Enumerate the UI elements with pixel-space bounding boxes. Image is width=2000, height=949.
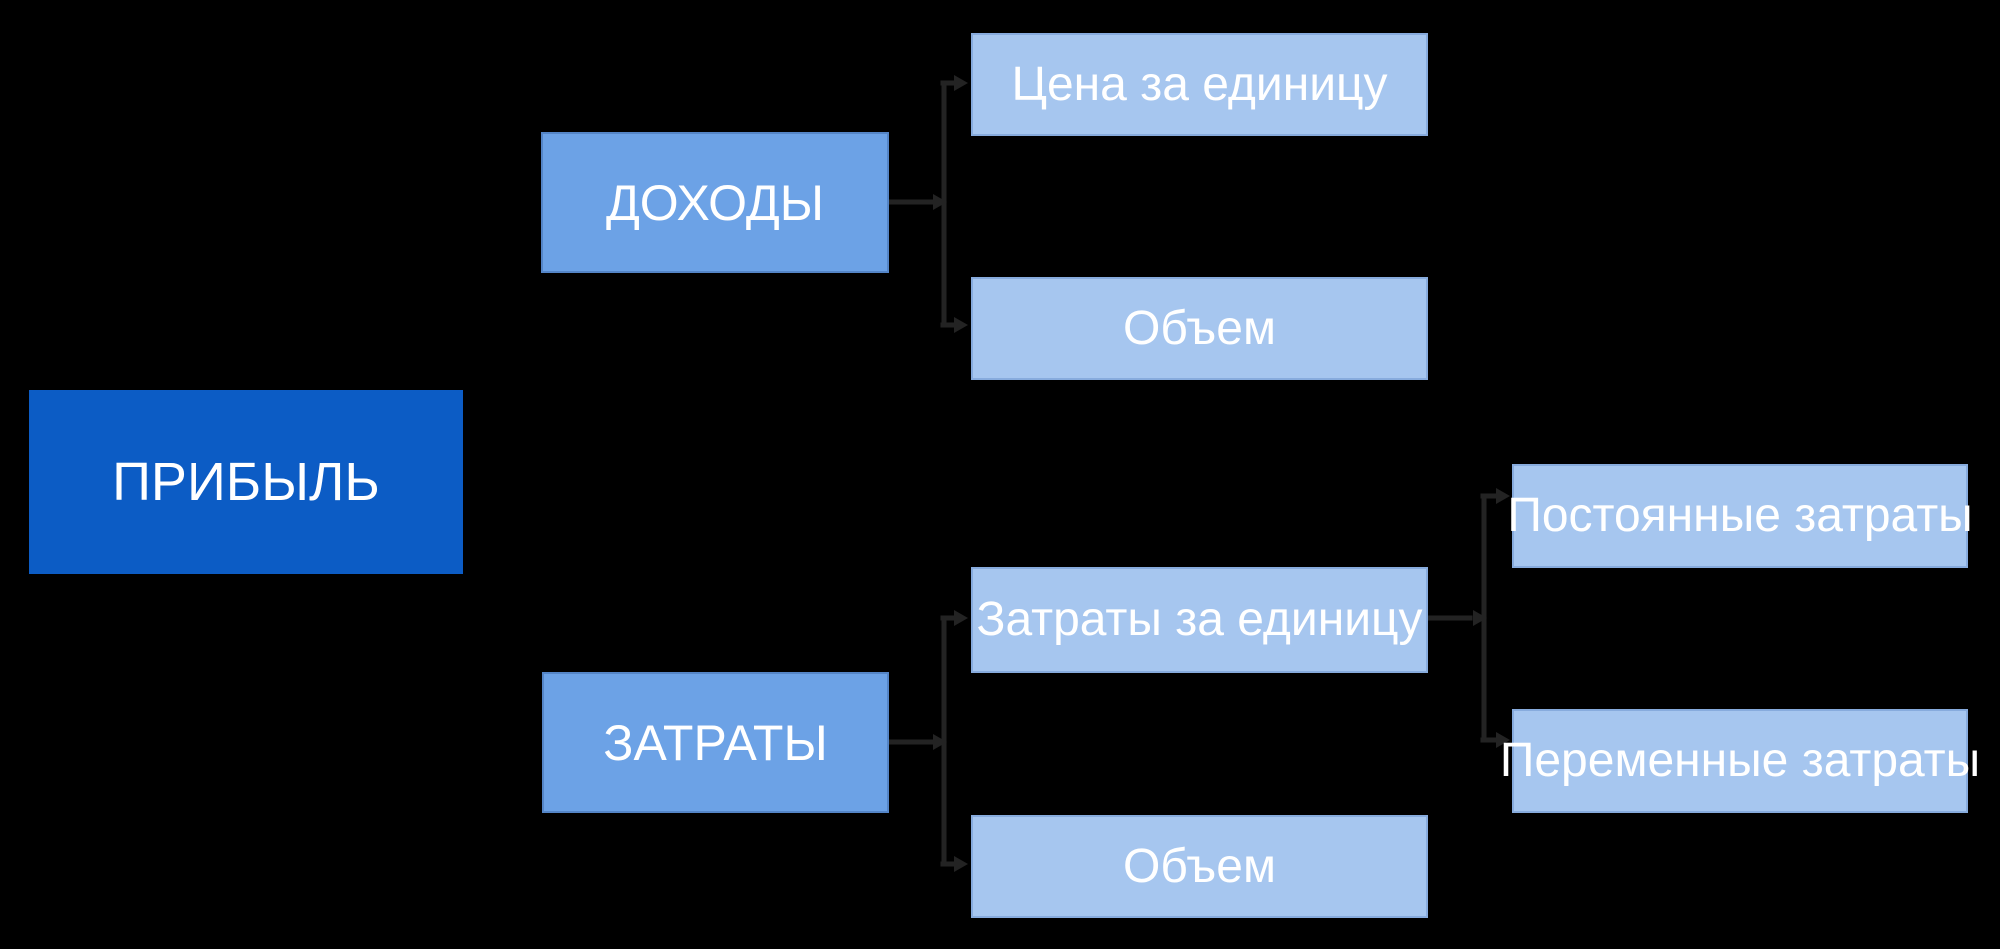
- arrowhead-variable-costs: [1496, 732, 1510, 748]
- arrowhead-cost-per-unit: [954, 610, 968, 626]
- node-profit-label: ПРИБЫЛЬ: [112, 452, 380, 512]
- node-income-label: ДОХОДЫ: [605, 174, 825, 231]
- node-income-volume-label: Объем: [1123, 301, 1276, 355]
- connector-unit-costs-branch: [1425, 488, 1510, 748]
- node-variable-costs: Переменные затраты: [1500, 709, 1980, 813]
- node-price-per-unit-label: Цена за единицу: [1011, 57, 1388, 111]
- node-variable-costs-label: Переменные затраты: [1499, 734, 1981, 787]
- node-profit: ПРИБЫЛЬ: [29, 390, 463, 574]
- connector-costs-branch: [886, 610, 968, 872]
- node-fixed-costs: Постоянные затраты: [1507, 464, 1973, 568]
- arrowhead-unit-costs-junction: [1473, 610, 1487, 626]
- connector-income-branch: [886, 75, 968, 333]
- node-cost-volume: Объем: [971, 815, 1428, 918]
- node-price-per-unit: Цена за единицу: [971, 33, 1428, 136]
- arrowhead-costs-junction: [933, 734, 947, 750]
- node-income-volume: Объем: [971, 277, 1428, 380]
- arrowhead-income-junction: [933, 194, 947, 210]
- node-costs: ЗАТРАТЫ: [542, 672, 889, 813]
- node-cost-volume-label: Объем: [1123, 839, 1276, 893]
- node-costs-label: ЗАТРАТЫ: [603, 714, 828, 771]
- arrowhead-price-per-unit: [954, 75, 968, 91]
- node-cost-per-unit: Затраты за единицу: [971, 567, 1428, 673]
- arrowhead-income-volume: [954, 317, 968, 333]
- node-income: ДОХОДЫ: [541, 132, 889, 273]
- node-fixed-costs-label: Постоянные затраты: [1507, 489, 1973, 542]
- arrowhead-fixed-costs: [1496, 488, 1510, 504]
- arrowhead-cost-volume: [954, 856, 968, 872]
- node-cost-per-unit-label: Затраты за единицу: [976, 593, 1423, 646]
